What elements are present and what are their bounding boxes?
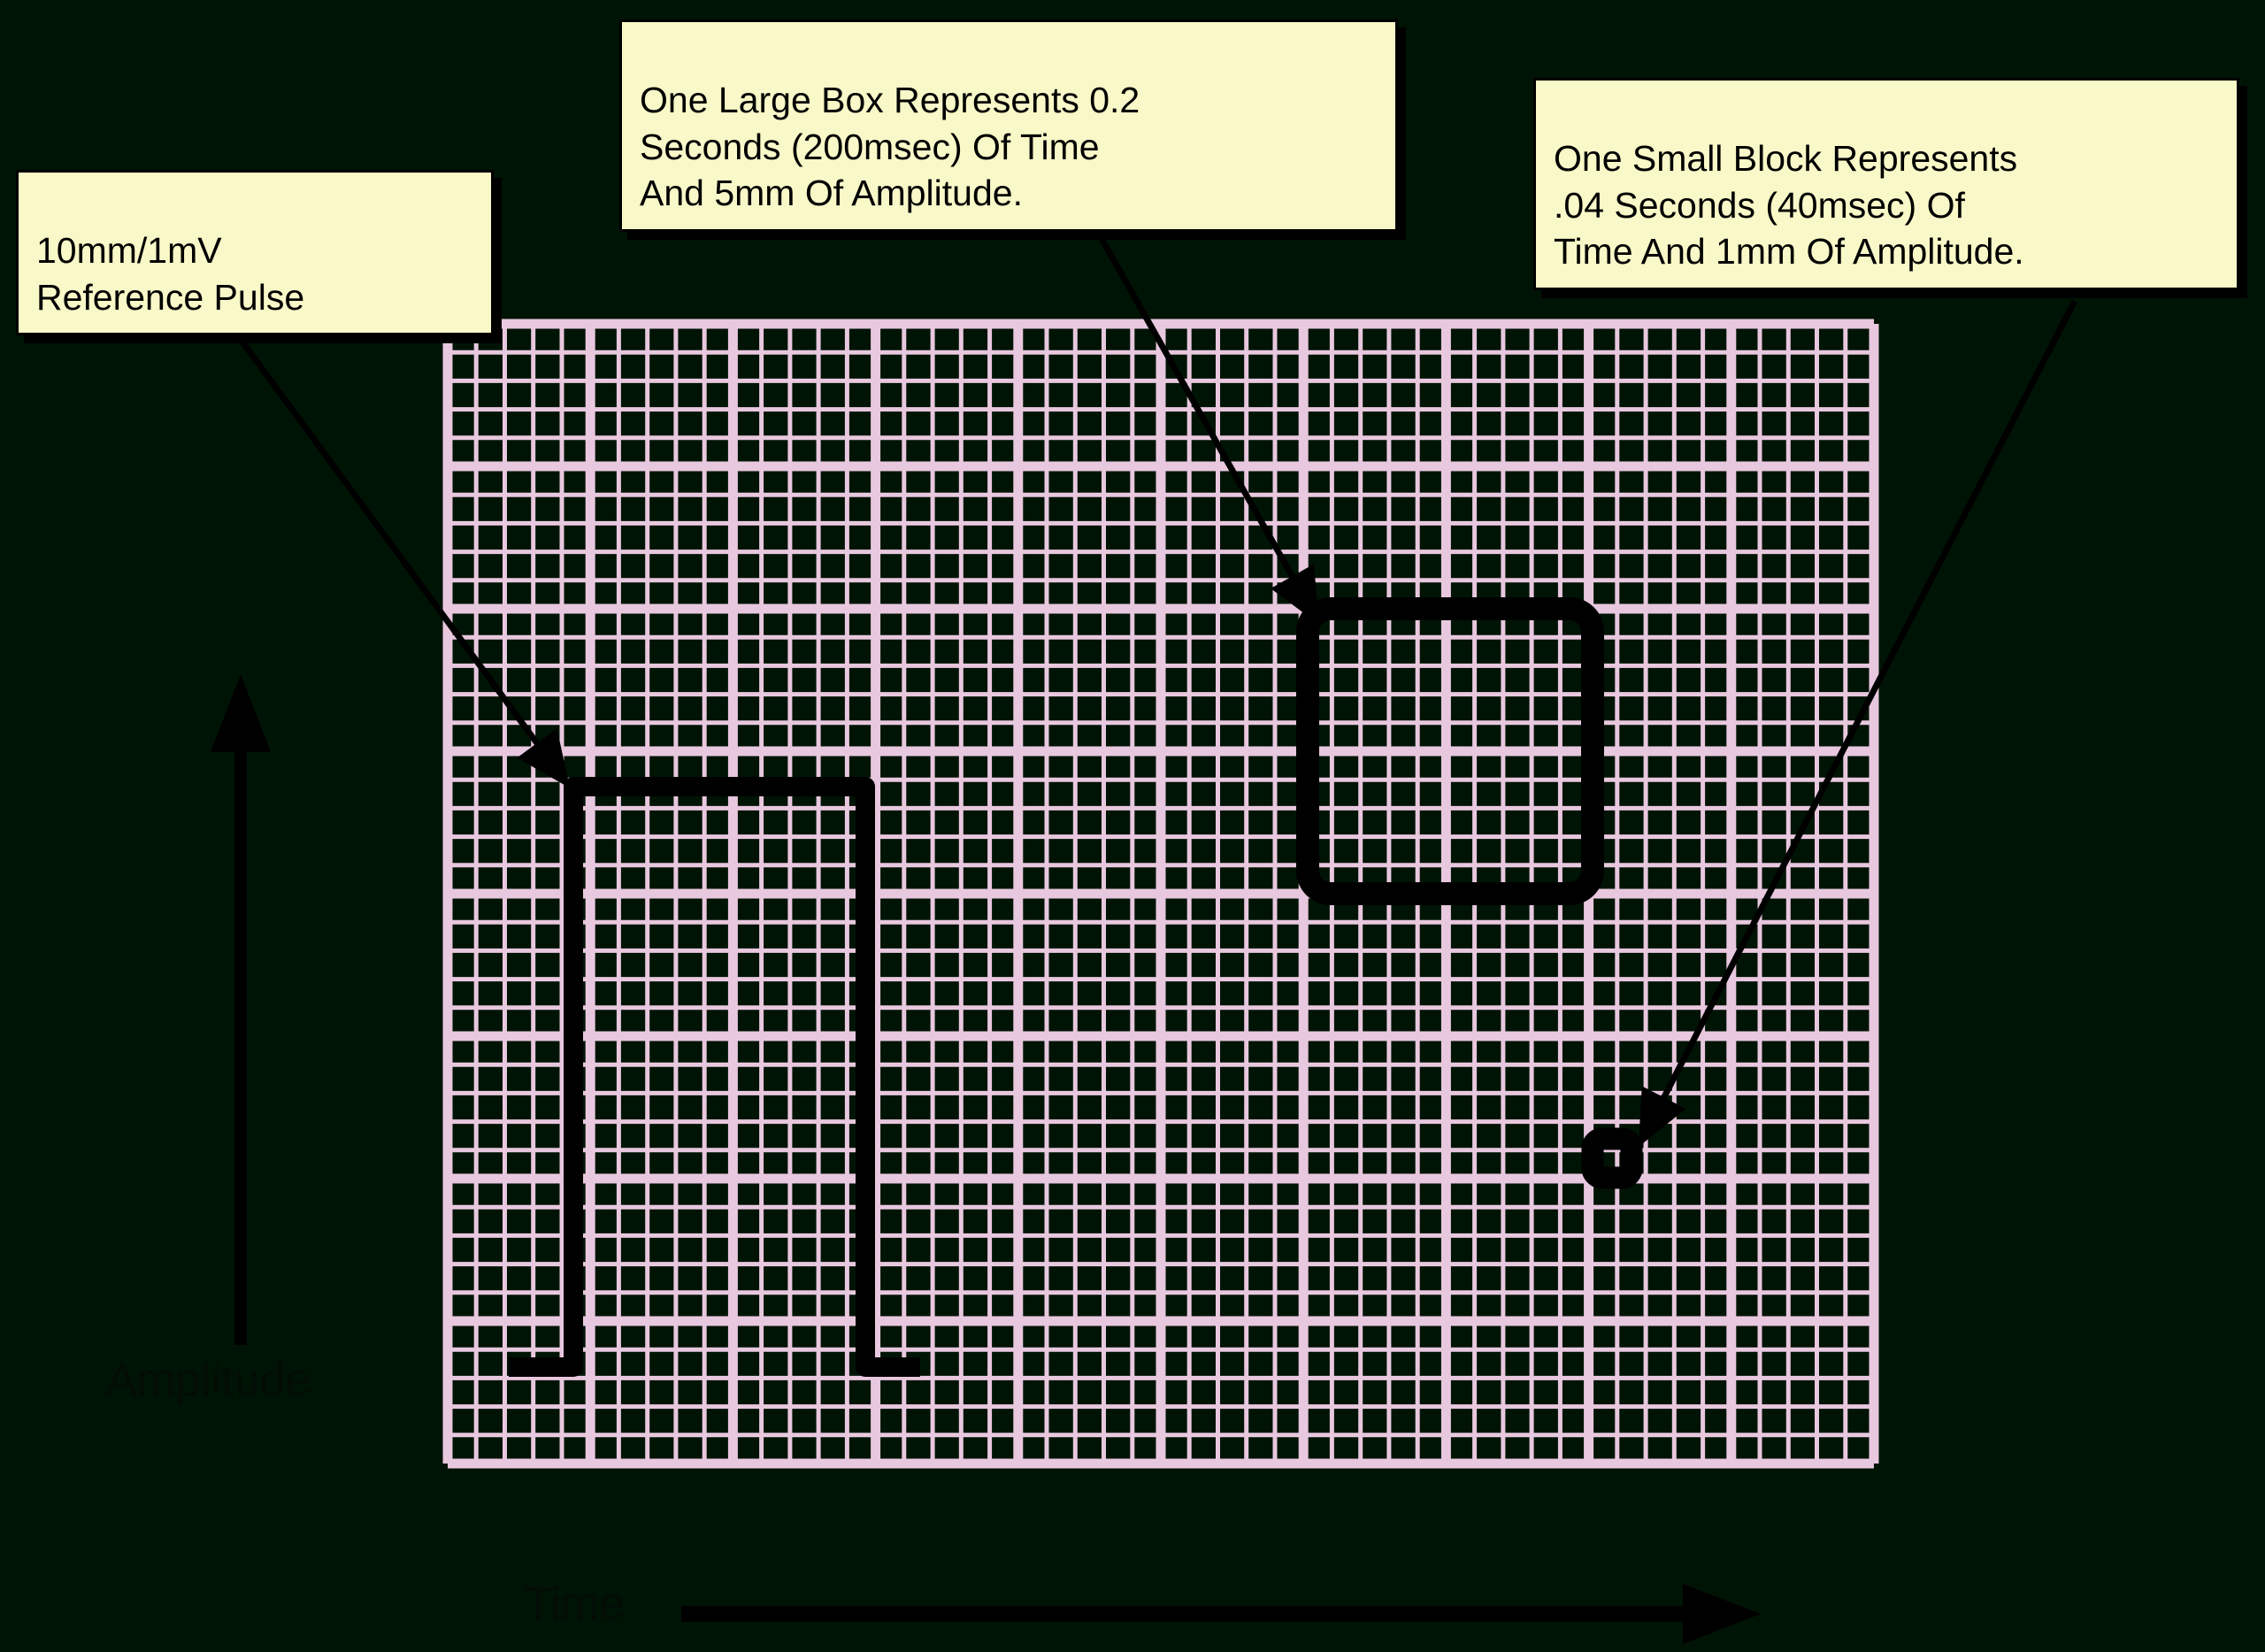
reference-pulse-waveform — [509, 777, 920, 1377]
callout-large-box-text: One Large Box Represents 0.2 Seconds (20… — [640, 80, 1140, 214]
time-axis-label: Time — [524, 1579, 625, 1630]
grid-major-horizontal-lines — [448, 319, 1874, 1469]
large-box-highlight — [1296, 597, 1604, 905]
callout-large-box: One Large Box Represents 0.2 Seconds (20… — [619, 19, 1398, 232]
small-block-highlight — [1581, 1127, 1643, 1189]
leader-line-reference-pulse — [210, 298, 571, 788]
amplitude-axis-arrow — [211, 674, 271, 1345]
leader-lines — [210, 221, 2078, 1148]
callout-small-block: One Small Block Represents .04 Seconds (… — [1533, 78, 2239, 290]
callout-reference-pulse: 10mm/1mV Reference Pulse — [16, 170, 494, 336]
ecg-grid — [442, 319, 1879, 1469]
axis-arrows — [211, 674, 1761, 1644]
leader-line-large-box — [1089, 221, 1320, 626]
leader-line-small-block — [1638, 299, 2078, 1148]
callout-reference-pulse-text: 10mm/1mV Reference Pulse — [36, 230, 305, 318]
time-axis-arrow — [681, 1584, 1761, 1644]
callout-small-block-text: One Small Block Represents .04 Seconds (… — [1554, 138, 2024, 273]
amplitude-axis-label: Amplitude — [106, 1355, 311, 1406]
